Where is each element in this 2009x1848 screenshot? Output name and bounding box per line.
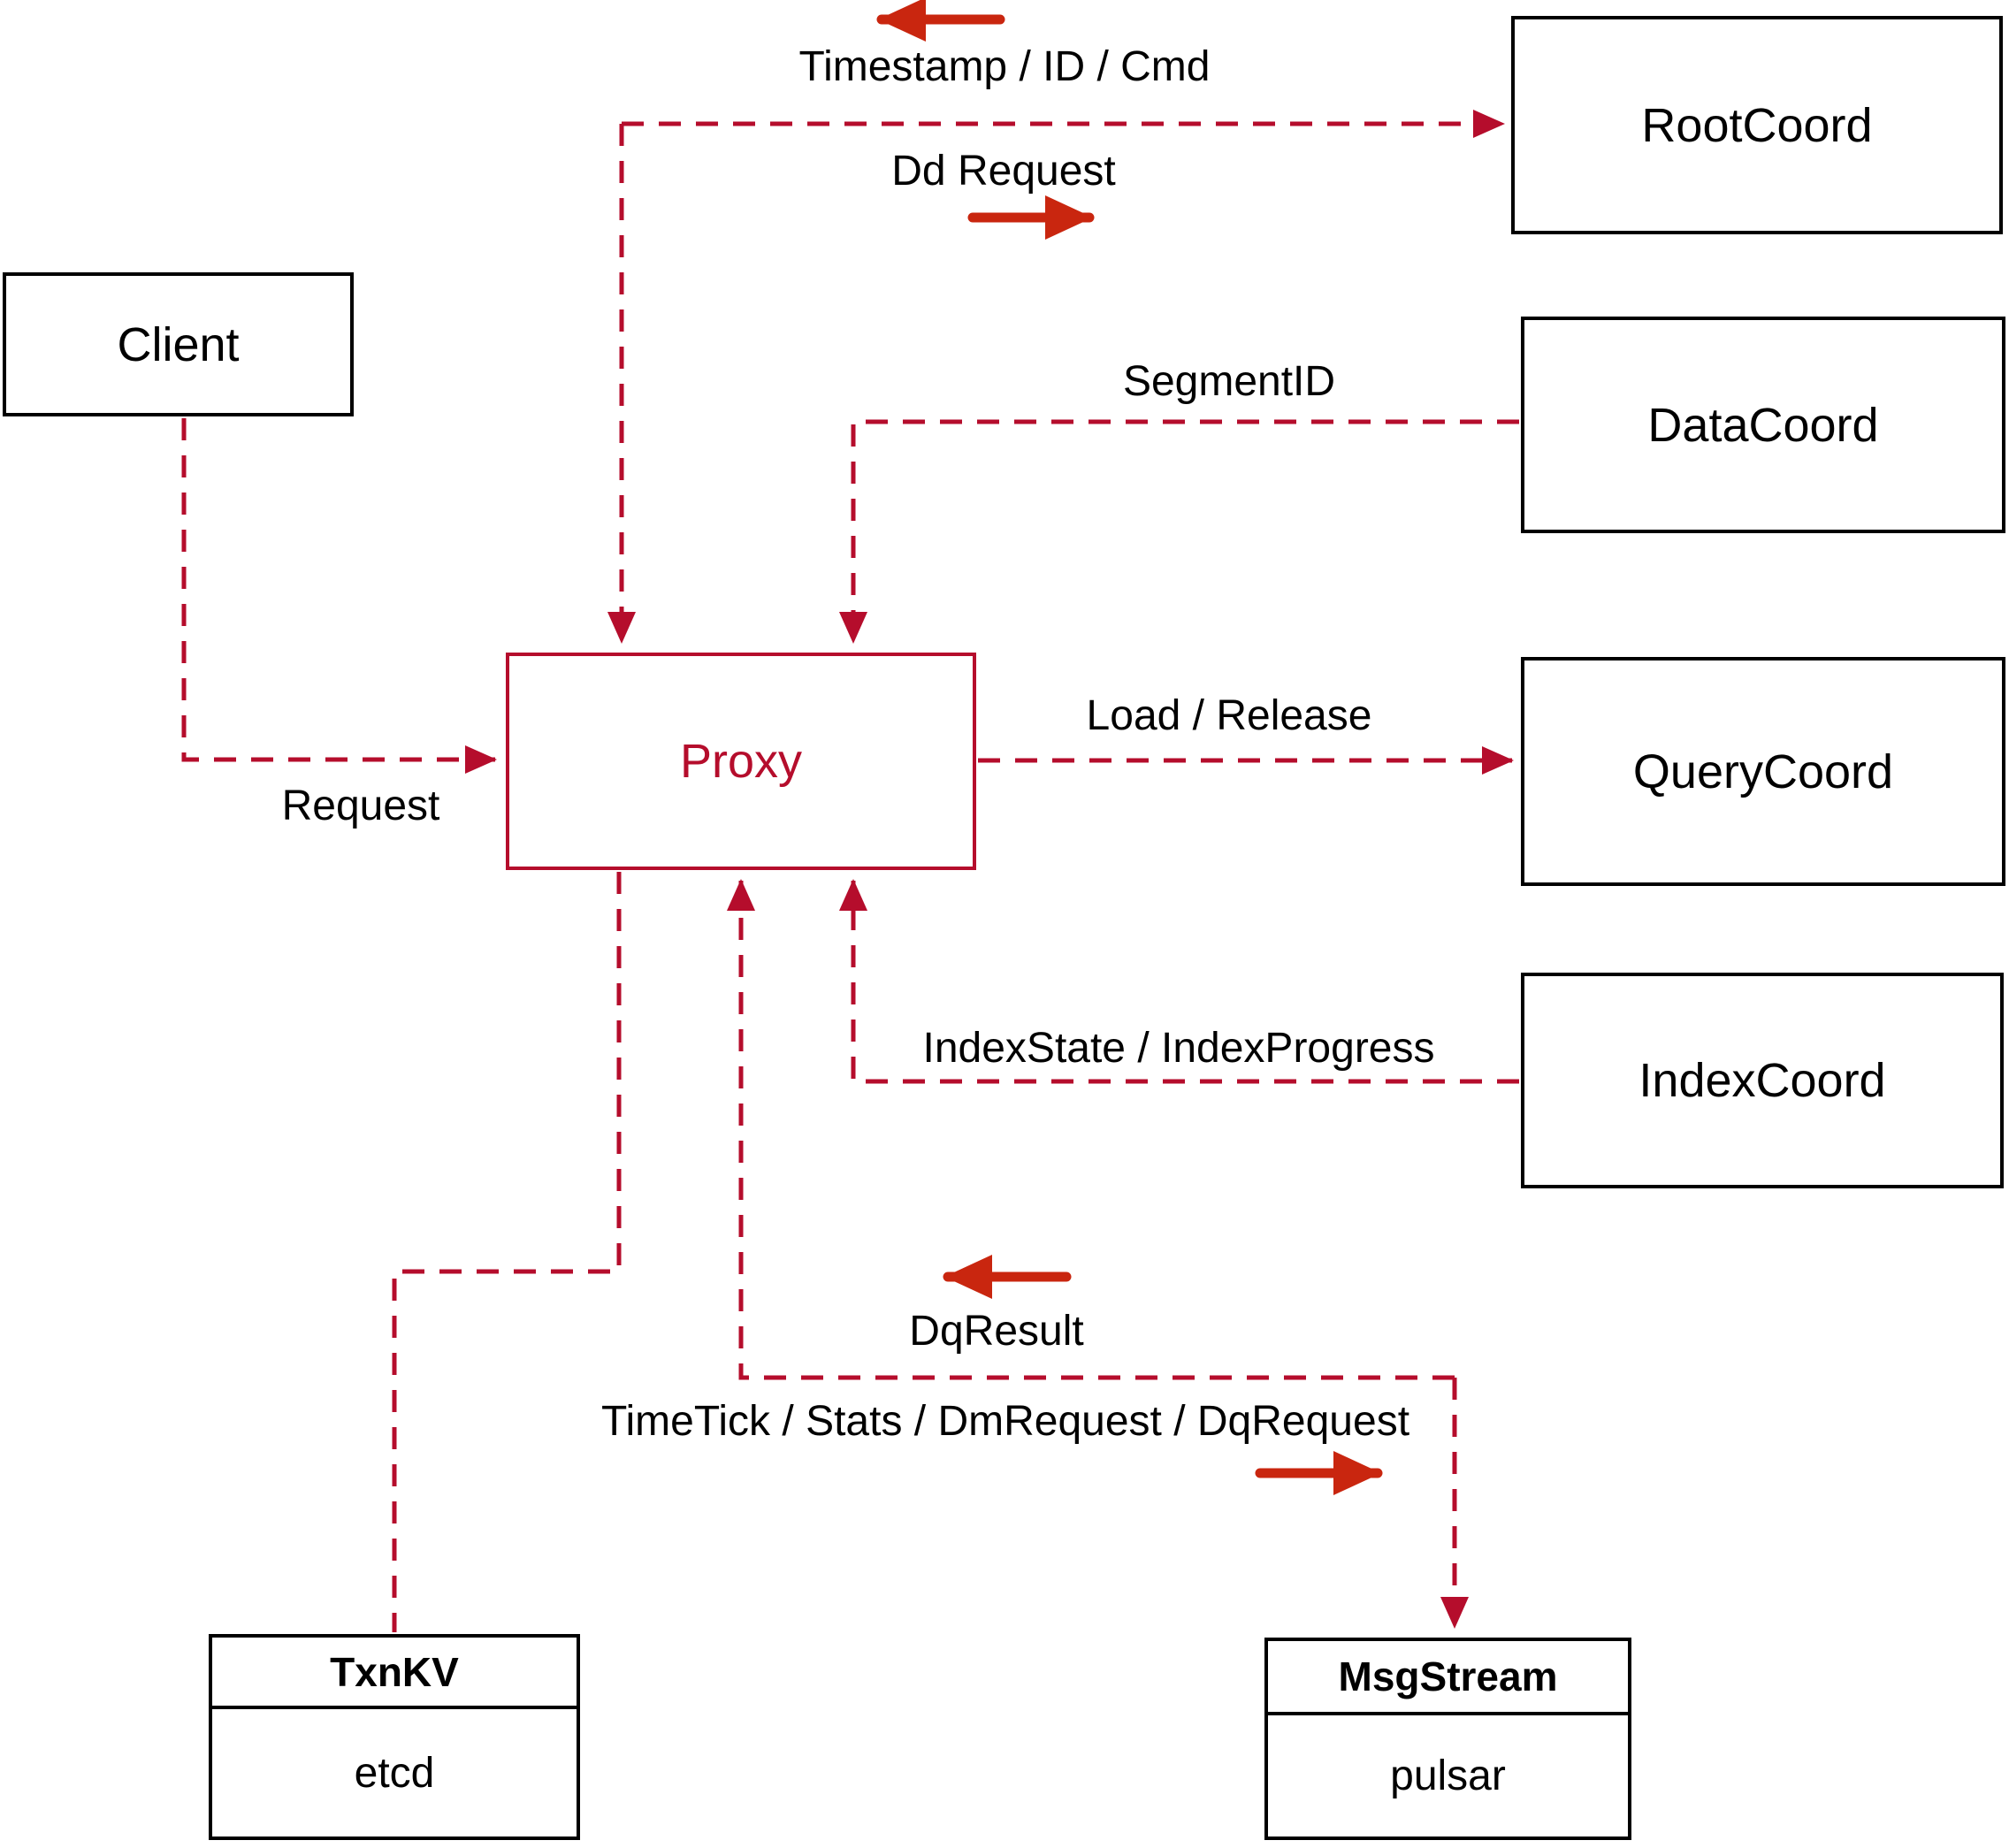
rootcoord-box: RootCoord [1511, 16, 2003, 234]
proxy-label: Proxy [679, 735, 803, 788]
msgstream-box: MsgStream pulsar [1264, 1638, 1631, 1840]
edge-label-request: Request [281, 783, 440, 829]
querycoord-box: QueryCoord [1521, 657, 2005, 886]
txnkv-box: TxnKV etcd [209, 1634, 580, 1840]
msgstream-body: pulsar [1268, 1715, 1628, 1837]
edge-label-segment-id: SegmentID [1122, 358, 1336, 405]
txnkv-header: TxnKV [212, 1638, 577, 1709]
rootcoord-label: RootCoord [1641, 98, 1873, 152]
edge-client-proxy [181, 418, 497, 774]
edge-label-dd-request: Dd Request [891, 148, 1116, 195]
txnkv-body: etcd [212, 1709, 577, 1837]
edge-label-timestamp-id-cmd: Timestamp / ID / Cmd [798, 43, 1211, 90]
querycoord-label: QueryCoord [1632, 745, 1894, 798]
indexcoord-box: IndexCoord [1521, 973, 2004, 1188]
client-box: Client [3, 272, 354, 416]
msgstream-header: MsgStream [1268, 1641, 1628, 1715]
datacoord-box: DataCoord [1521, 317, 2005, 533]
edge-label-time-tick-stats: TimeTick / Stats / DmRequest / DqRequest [600, 1398, 1410, 1445]
edge-label-index-state-progress: IndexState / IndexProgress [922, 1025, 1435, 1072]
msgstream-title: MsgStream [1338, 1653, 1558, 1699]
client-label: Client [117, 317, 240, 371]
edge-proxy-txnkv [392, 872, 622, 1632]
txnkv-title: TxnKV [330, 1648, 459, 1695]
edge-label-dq-result: DqResult [909, 1308, 1084, 1355]
indexcoord-label: IndexCoord [1639, 1054, 1886, 1107]
txnkv-body-label: etcd [354, 1749, 435, 1797]
datacoord-label: DataCoord [1647, 398, 1879, 452]
msgstream-body-label: pulsar [1390, 1753, 1506, 1799]
edge-indexcoord-proxy [839, 879, 1519, 1084]
proxy-box: Proxy [506, 653, 976, 870]
edge-datacoord-proxy [839, 419, 1519, 644]
edge-msgstream-proxy [727, 879, 1455, 1380]
edge-label-load-release: Load / Release [1086, 692, 1372, 739]
